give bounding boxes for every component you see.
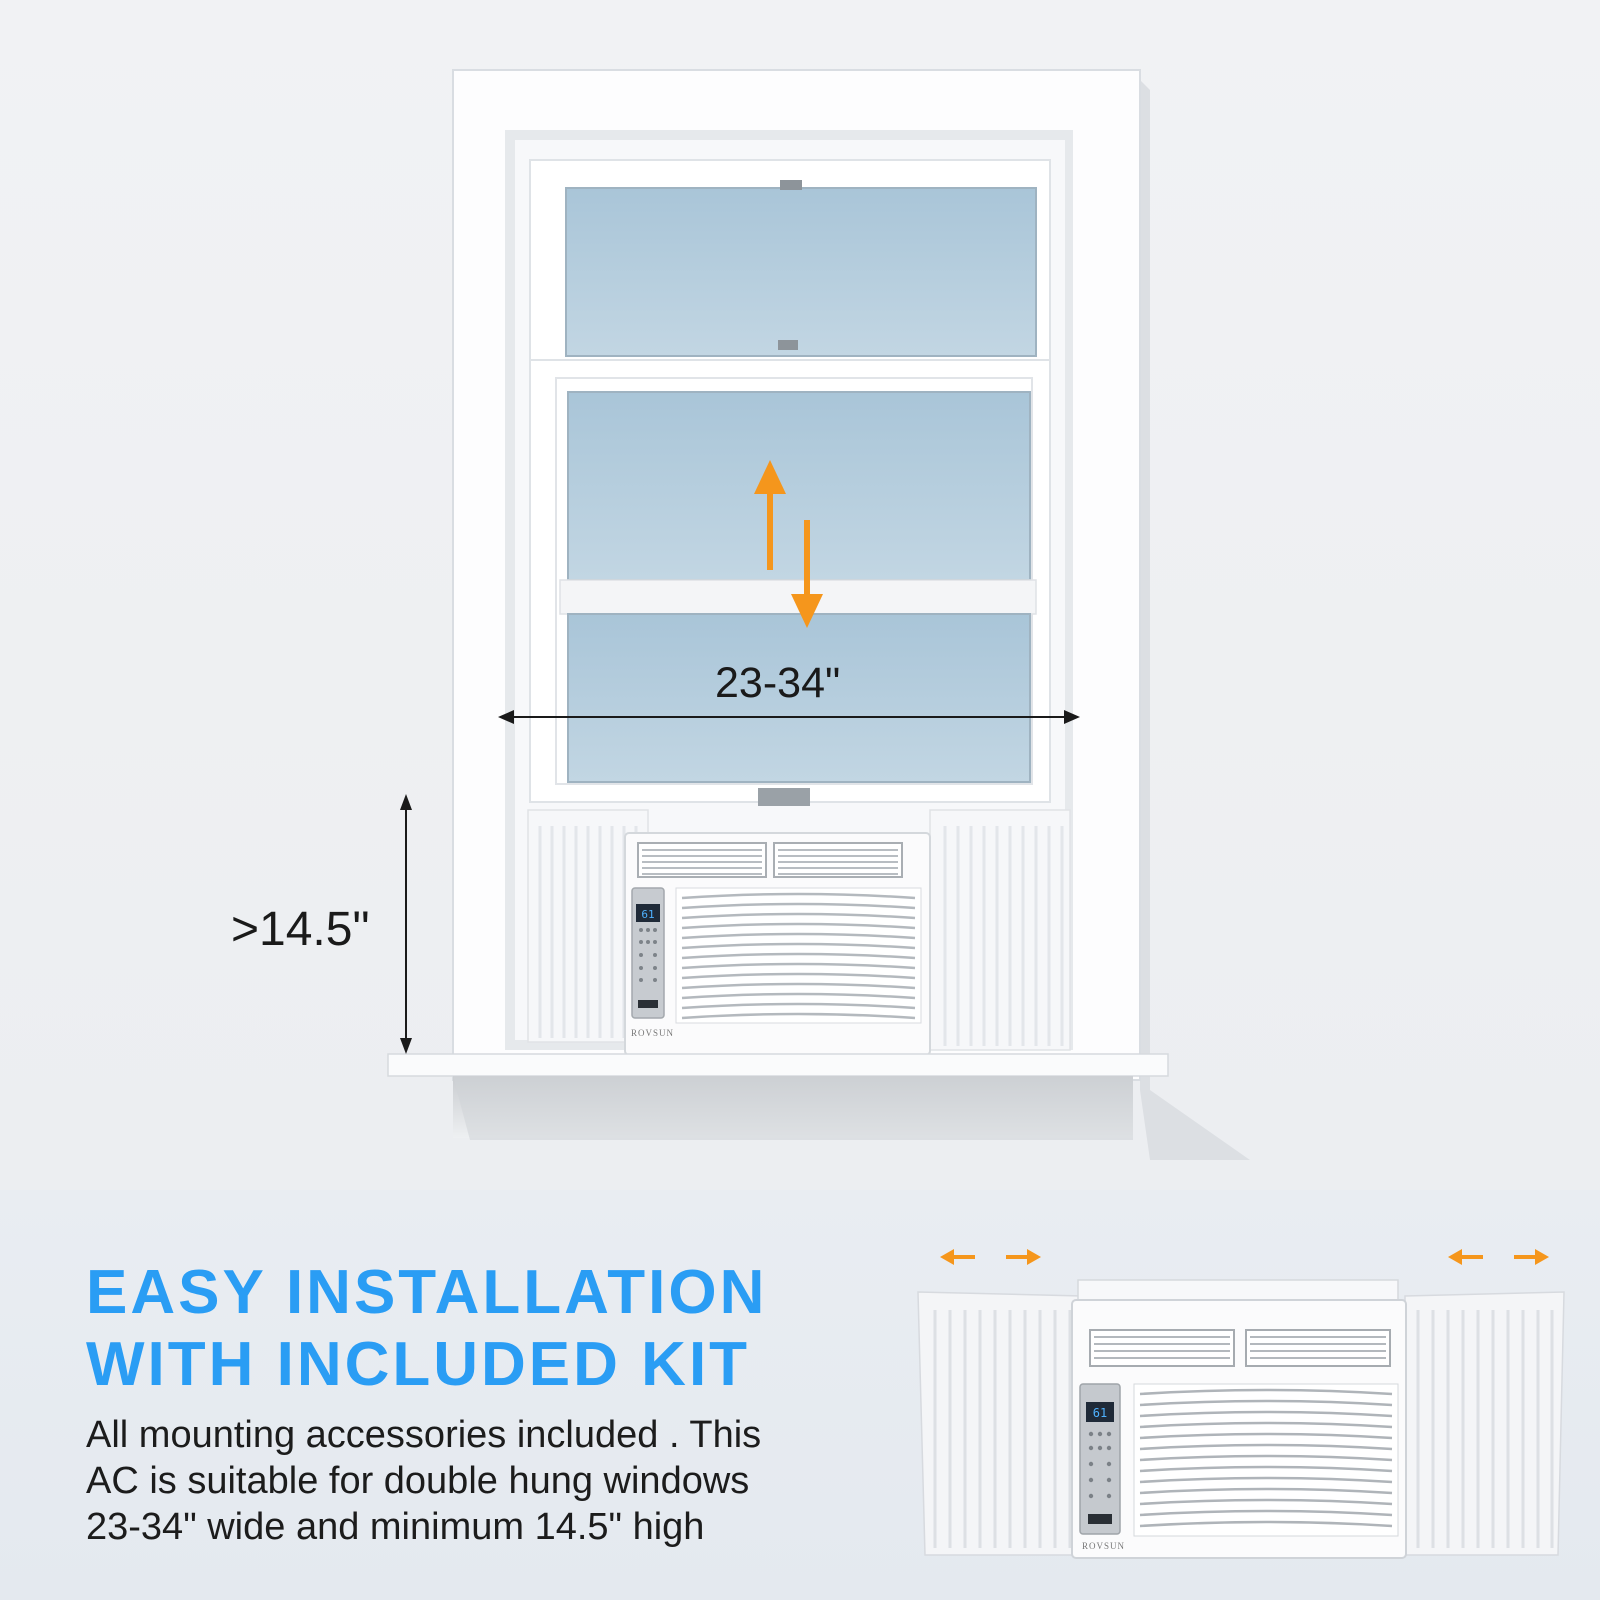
front-grille [675,887,922,1024]
kit-top-rail [1077,1279,1399,1303]
top-vent-right [773,842,903,878]
kit-panel-left [917,1291,1083,1556]
ac-display: 61 [641,908,654,921]
top-vent-left [637,842,767,878]
description-text: All mounting accessories included . This… [86,1412,916,1550]
control-panel: 61 [631,887,665,1019]
upper-latch [780,180,802,190]
headline-line-1: EASY INSTALLATION [86,1258,768,1327]
kit-panel-right [1404,1291,1565,1556]
ac-kit-illustration: 61 [917,1249,1565,1559]
sash-lock [778,340,798,350]
vertical-measure-arrow-icon [400,794,412,1054]
lower-glass-bottom [567,613,1031,783]
kit-ac-brand-label: ROVSUN [1082,1541,1125,1551]
window-sill [387,1053,1169,1140]
upper-glass [565,187,1037,357]
casing-shadow [1140,80,1250,1160]
width-dimension-label: 23-34" [715,659,841,707]
accordion-panel-right [929,809,1071,1051]
window-scene: 61 [0,0,1600,1190]
ac-unit: 61 [624,832,931,1056]
description-line-2: AC is suitable for double hung windows [86,1460,750,1502]
kit-ac-unit: 61 [1071,1299,1407,1559]
lower-glass-top [567,391,1031,581]
window-illustration: 61 [387,69,1250,1160]
horizontal-measure-arrow-icon [498,710,1080,724]
headline-line-2: WITH INCLUDED KIT [86,1330,751,1399]
left-right-arrow-icon [940,1249,1041,1265]
bottom-latch [758,788,810,806]
description-line-3: 23-34" wide and minimum 14.5" high [86,1506,705,1548]
info-panel: 61 [0,1190,1600,1600]
height-dimension-label: >14.5" [231,903,370,956]
description-line-1: All mounting accessories included . This [86,1414,762,1456]
double-vertical-arrow-icon [754,460,823,628]
left-right-arrow-icon [1448,1249,1549,1265]
kit-ac-display: 61 [1093,1406,1107,1420]
ac-brand-label: ROVSUN [631,1028,674,1038]
